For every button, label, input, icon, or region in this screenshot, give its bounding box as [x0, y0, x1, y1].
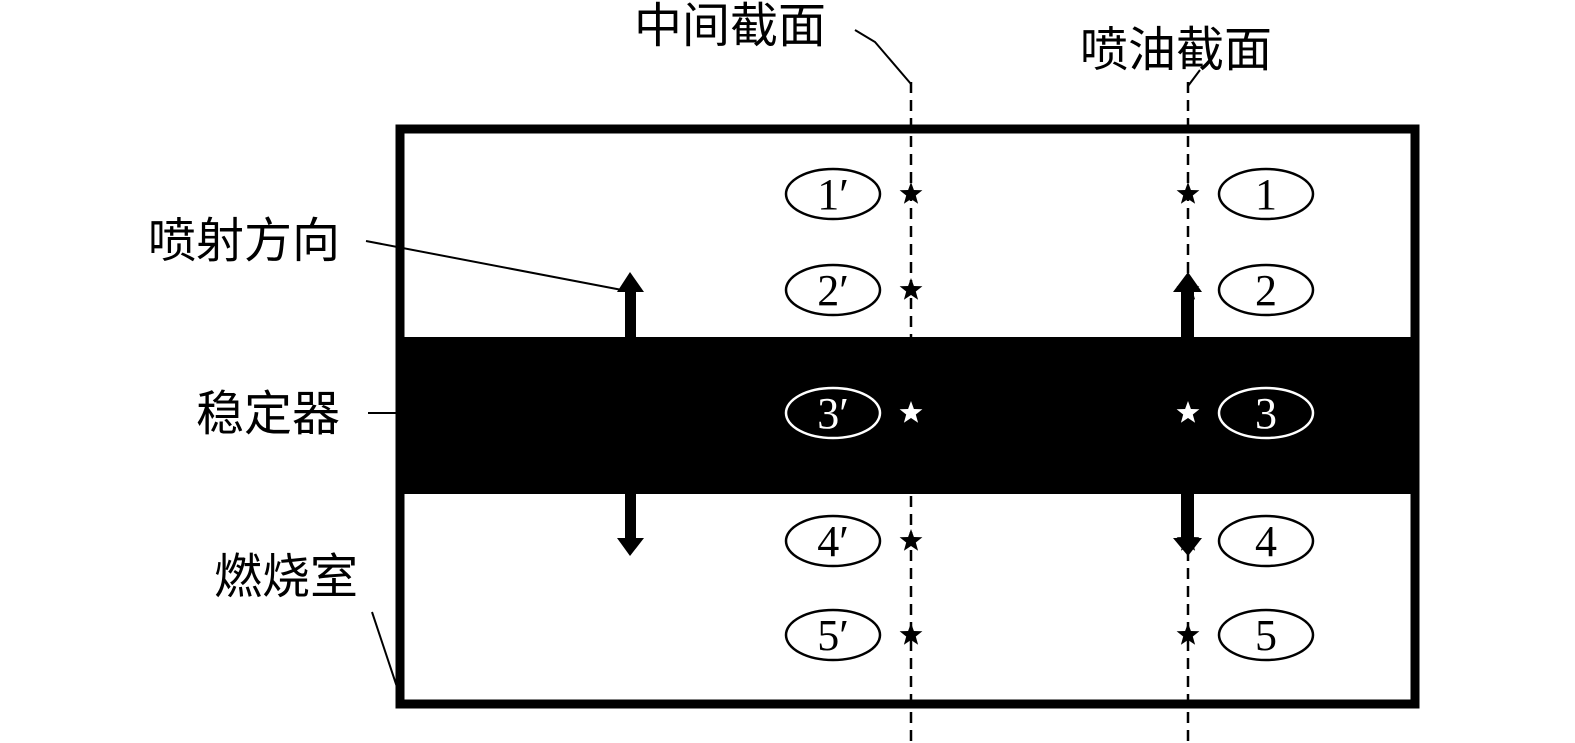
- combustor-label: 燃烧室: [214, 549, 358, 605]
- point-ellipse: [784, 263, 882, 317]
- middle-point-1: 1′: [784, 167, 923, 221]
- point-ellipse: [784, 167, 882, 221]
- middle-section-leader: [854, 29, 912, 85]
- left-down-arrow: [617, 492, 644, 556]
- point-ellipse: [784, 608, 882, 662]
- injection-point-1: 1: [1176, 167, 1315, 221]
- point-label: 4: [1255, 517, 1277, 566]
- star-marker: [899, 401, 923, 423]
- middle-point-2: 2′: [784, 263, 923, 317]
- injection-point-3: 3: [1176, 386, 1315, 440]
- injection-section-label: 喷油截面: [1080, 22, 1272, 78]
- middle-point-3: 3′: [784, 386, 923, 440]
- point-label: 1′: [817, 170, 849, 219]
- injection-point-2: 2: [1176, 263, 1315, 317]
- star-marker: [1176, 401, 1200, 423]
- point-ellipse: [784, 514, 882, 568]
- spray-direction-label: 喷射方向: [148, 213, 340, 269]
- star-marker: [1176, 529, 1200, 551]
- left-up-arrow: [617, 272, 644, 339]
- star-marker: [1176, 182, 1200, 204]
- star-marker: [1176, 278, 1200, 300]
- middle-point-5: 5′: [784, 608, 923, 662]
- injection-point-4: 4: [1176, 514, 1315, 568]
- stabilizer-label: 稳定器: [196, 386, 340, 442]
- point-label: 3′: [817, 389, 849, 438]
- combustor-leader: [371, 611, 399, 691]
- point-label: 5′: [817, 611, 849, 660]
- point-label: 3: [1255, 389, 1277, 438]
- injection-section-leader: [1187, 69, 1201, 87]
- right-down-arrow: [1173, 492, 1202, 556]
- injection-point-5: 5: [1176, 608, 1315, 662]
- point-ellipse: [1217, 514, 1315, 568]
- point-label: 4′: [817, 517, 849, 566]
- star-marker: [1176, 623, 1200, 645]
- point-ellipse: [1217, 167, 1315, 221]
- point-ellipse: [1217, 386, 1315, 440]
- point-label: 2′: [817, 266, 849, 315]
- spray-direction-leader: [365, 240, 623, 291]
- point-ellipse: [1217, 263, 1315, 317]
- star-marker: [899, 278, 923, 300]
- star-marker: [899, 623, 923, 645]
- point-label: 2: [1255, 266, 1277, 315]
- middle-section-label: 中间截面: [634, 0, 826, 54]
- star-marker: [899, 529, 923, 551]
- middle-point-4: 4′: [784, 514, 923, 568]
- measurement-points: 1′ 2′ 3′ 4′ 5′ 1 2 3 4 5: [784, 167, 1315, 662]
- point-label: 1: [1255, 170, 1277, 219]
- point-label: 5: [1255, 611, 1277, 660]
- point-ellipse: [1217, 608, 1315, 662]
- point-ellipse: [784, 386, 882, 440]
- star-marker: [899, 182, 923, 204]
